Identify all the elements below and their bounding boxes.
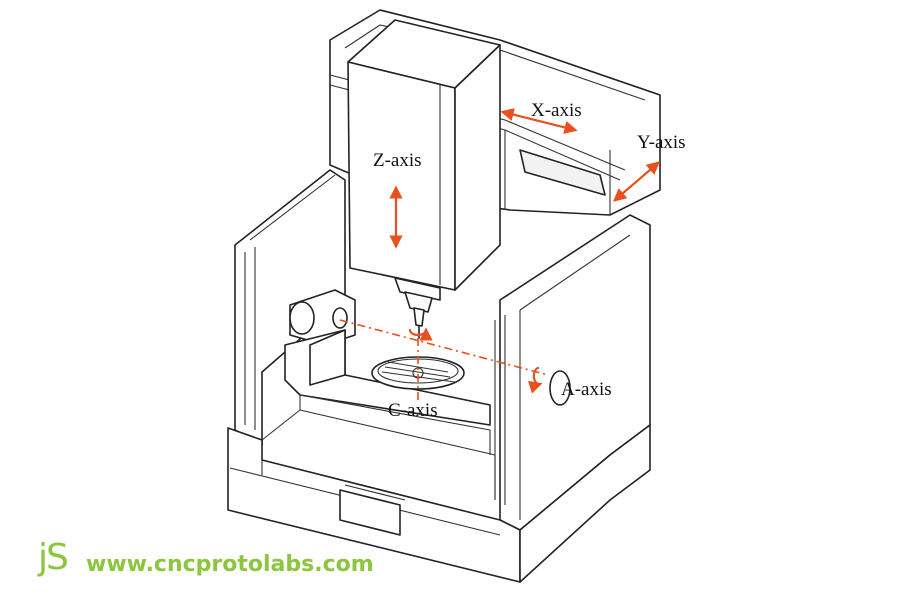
trunnion-table <box>284 289 571 455</box>
c-axis-rotation-icon <box>408 327 433 341</box>
brand-url[interactable]: www.cncprotolabs.com <box>86 552 374 577</box>
x-axis-label: X-axis <box>531 100 582 121</box>
axis-indicators <box>339 108 661 400</box>
machine-base <box>227 169 651 583</box>
z-axis-label: Z-axis <box>373 150 422 171</box>
c-axis-label: C-axis <box>388 400 438 421</box>
brand-logo: jS <box>38 537 69 578</box>
x-axis-arrow <box>500 108 578 134</box>
a-axis-rotation-icon <box>527 366 543 394</box>
y-axis-label: Y-axis <box>637 132 686 153</box>
spindle-head <box>347 19 501 339</box>
y-axis-arrow <box>612 161 661 202</box>
a-axis-label: A-axis <box>561 379 612 400</box>
